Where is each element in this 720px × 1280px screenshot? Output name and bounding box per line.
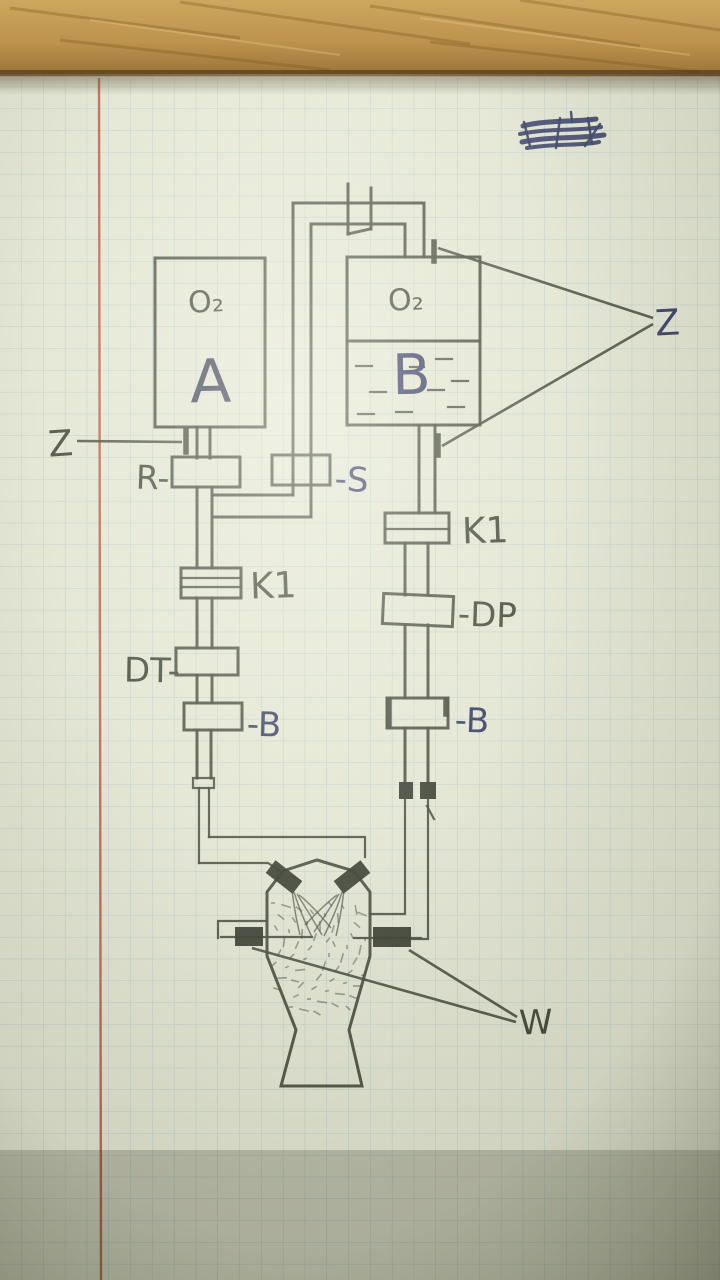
photo-vignette [0,74,720,1280]
bottom-shadow [0,1150,720,1280]
desk-paper-shadow [0,70,720,77]
